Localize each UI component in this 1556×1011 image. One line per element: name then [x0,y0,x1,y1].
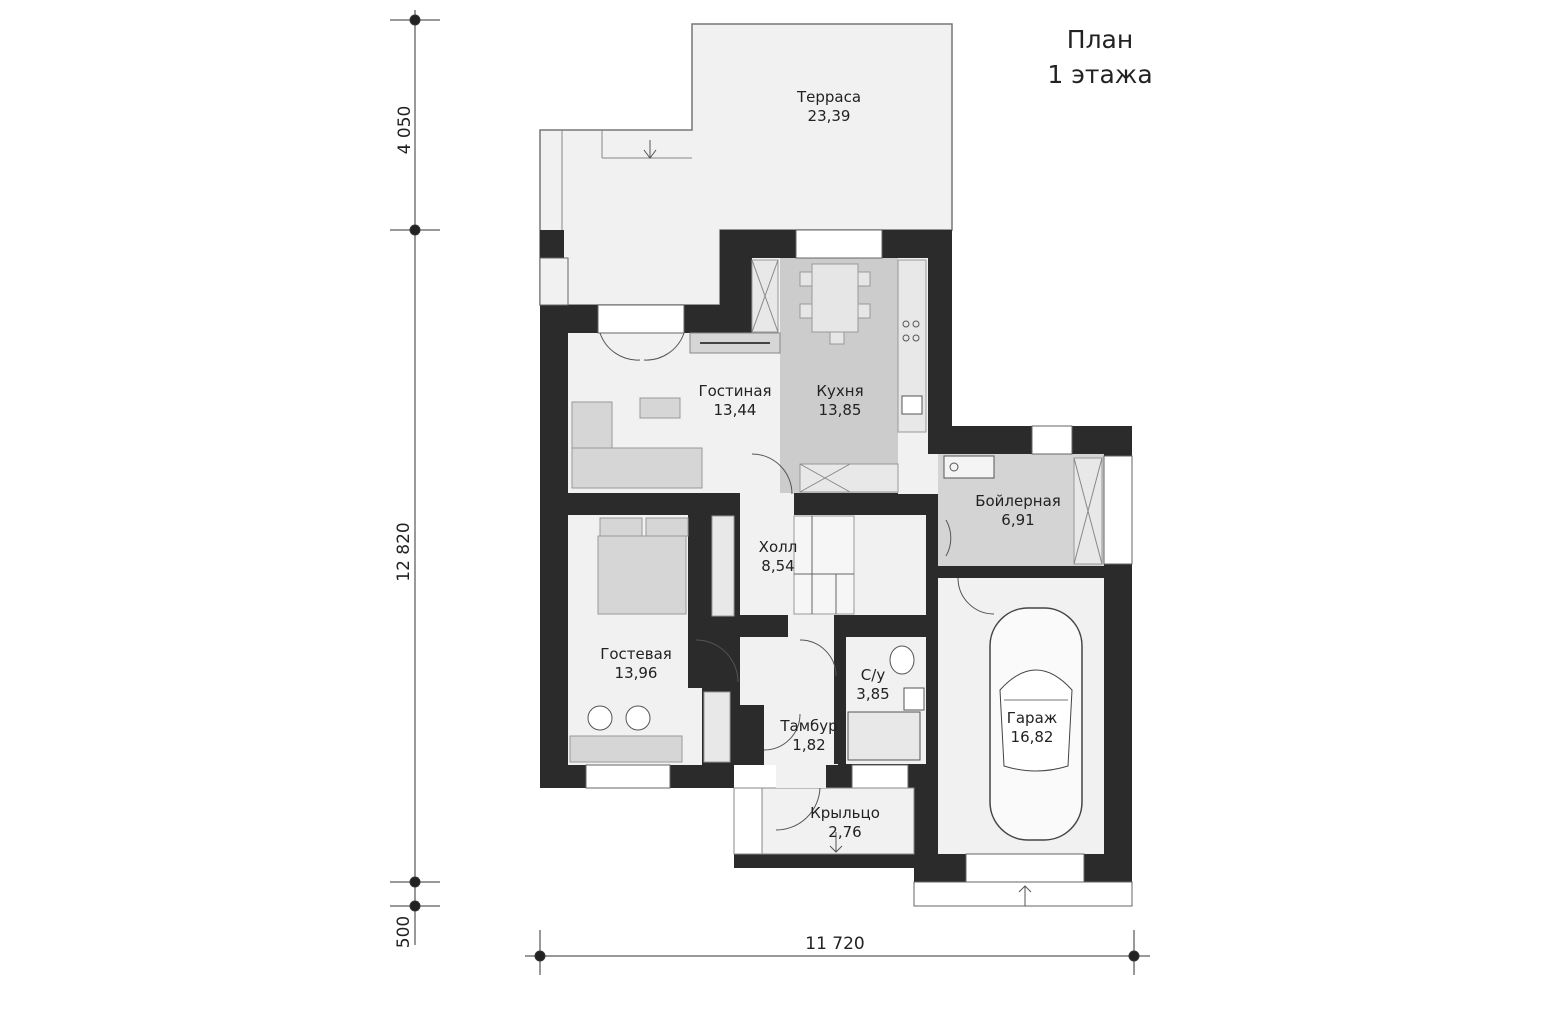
dimension-top: 4 050 [395,105,415,155]
room-name: Гостиная [698,382,772,400]
room-area: 23,39 [807,107,851,125]
room-garage: Гараж 16,82 [1007,709,1058,747]
room-terrace: Терраса 23,39 [797,88,861,126]
room-living: Гостиная 13,44 [698,382,771,420]
room-area: 8,54 [761,557,795,575]
furniture [569,259,1103,853]
room-name: Кухня [816,382,864,400]
room-name: Гостевая [600,645,672,663]
room-area: 1,82 [792,736,826,754]
room-hall: Холл 8,54 [759,538,798,576]
room-area: 16,82 [1010,728,1054,746]
room-name: Холл [758,538,798,556]
room-guest: Гостевая 13,96 [600,645,672,683]
room-boiler: Бойлерная 6,91 [975,492,1061,530]
room-name: Тамбур [780,717,838,735]
room-name: С/у [860,666,886,684]
terrace [539,23,953,306]
room-vestibule: Тамбур 1,82 [780,717,837,755]
room-bathroom: С/у 3,85 [856,666,889,704]
room-kitchen: Кухня 13,85 [816,382,863,420]
dimension-width: 11 720 [805,934,865,954]
dimension-lines [390,10,1150,975]
room-area: 6,91 [1001,511,1035,529]
room-area: 13,44 [713,401,757,419]
room-area: 3,85 [856,685,890,703]
room-name: Крыльцо [810,804,880,822]
room-porch: Крыльцо 2,76 [810,804,880,842]
room-name: Гараж [1006,709,1058,727]
dimension-middle: 12 820 [394,522,414,582]
plan-title-line1: План [1066,25,1134,54]
room-name: Терраса [796,88,862,106]
room-name: Бойлерная [975,492,1061,510]
room-area: 13,96 [614,664,658,682]
room-area: 2,76 [828,823,862,841]
plan-title: План 1 этажа [1020,22,1180,92]
plan-title-line2: 1 этажа [1047,60,1153,89]
dimension-bottom: 500 [394,915,414,949]
room-area: 13,85 [818,401,862,419]
